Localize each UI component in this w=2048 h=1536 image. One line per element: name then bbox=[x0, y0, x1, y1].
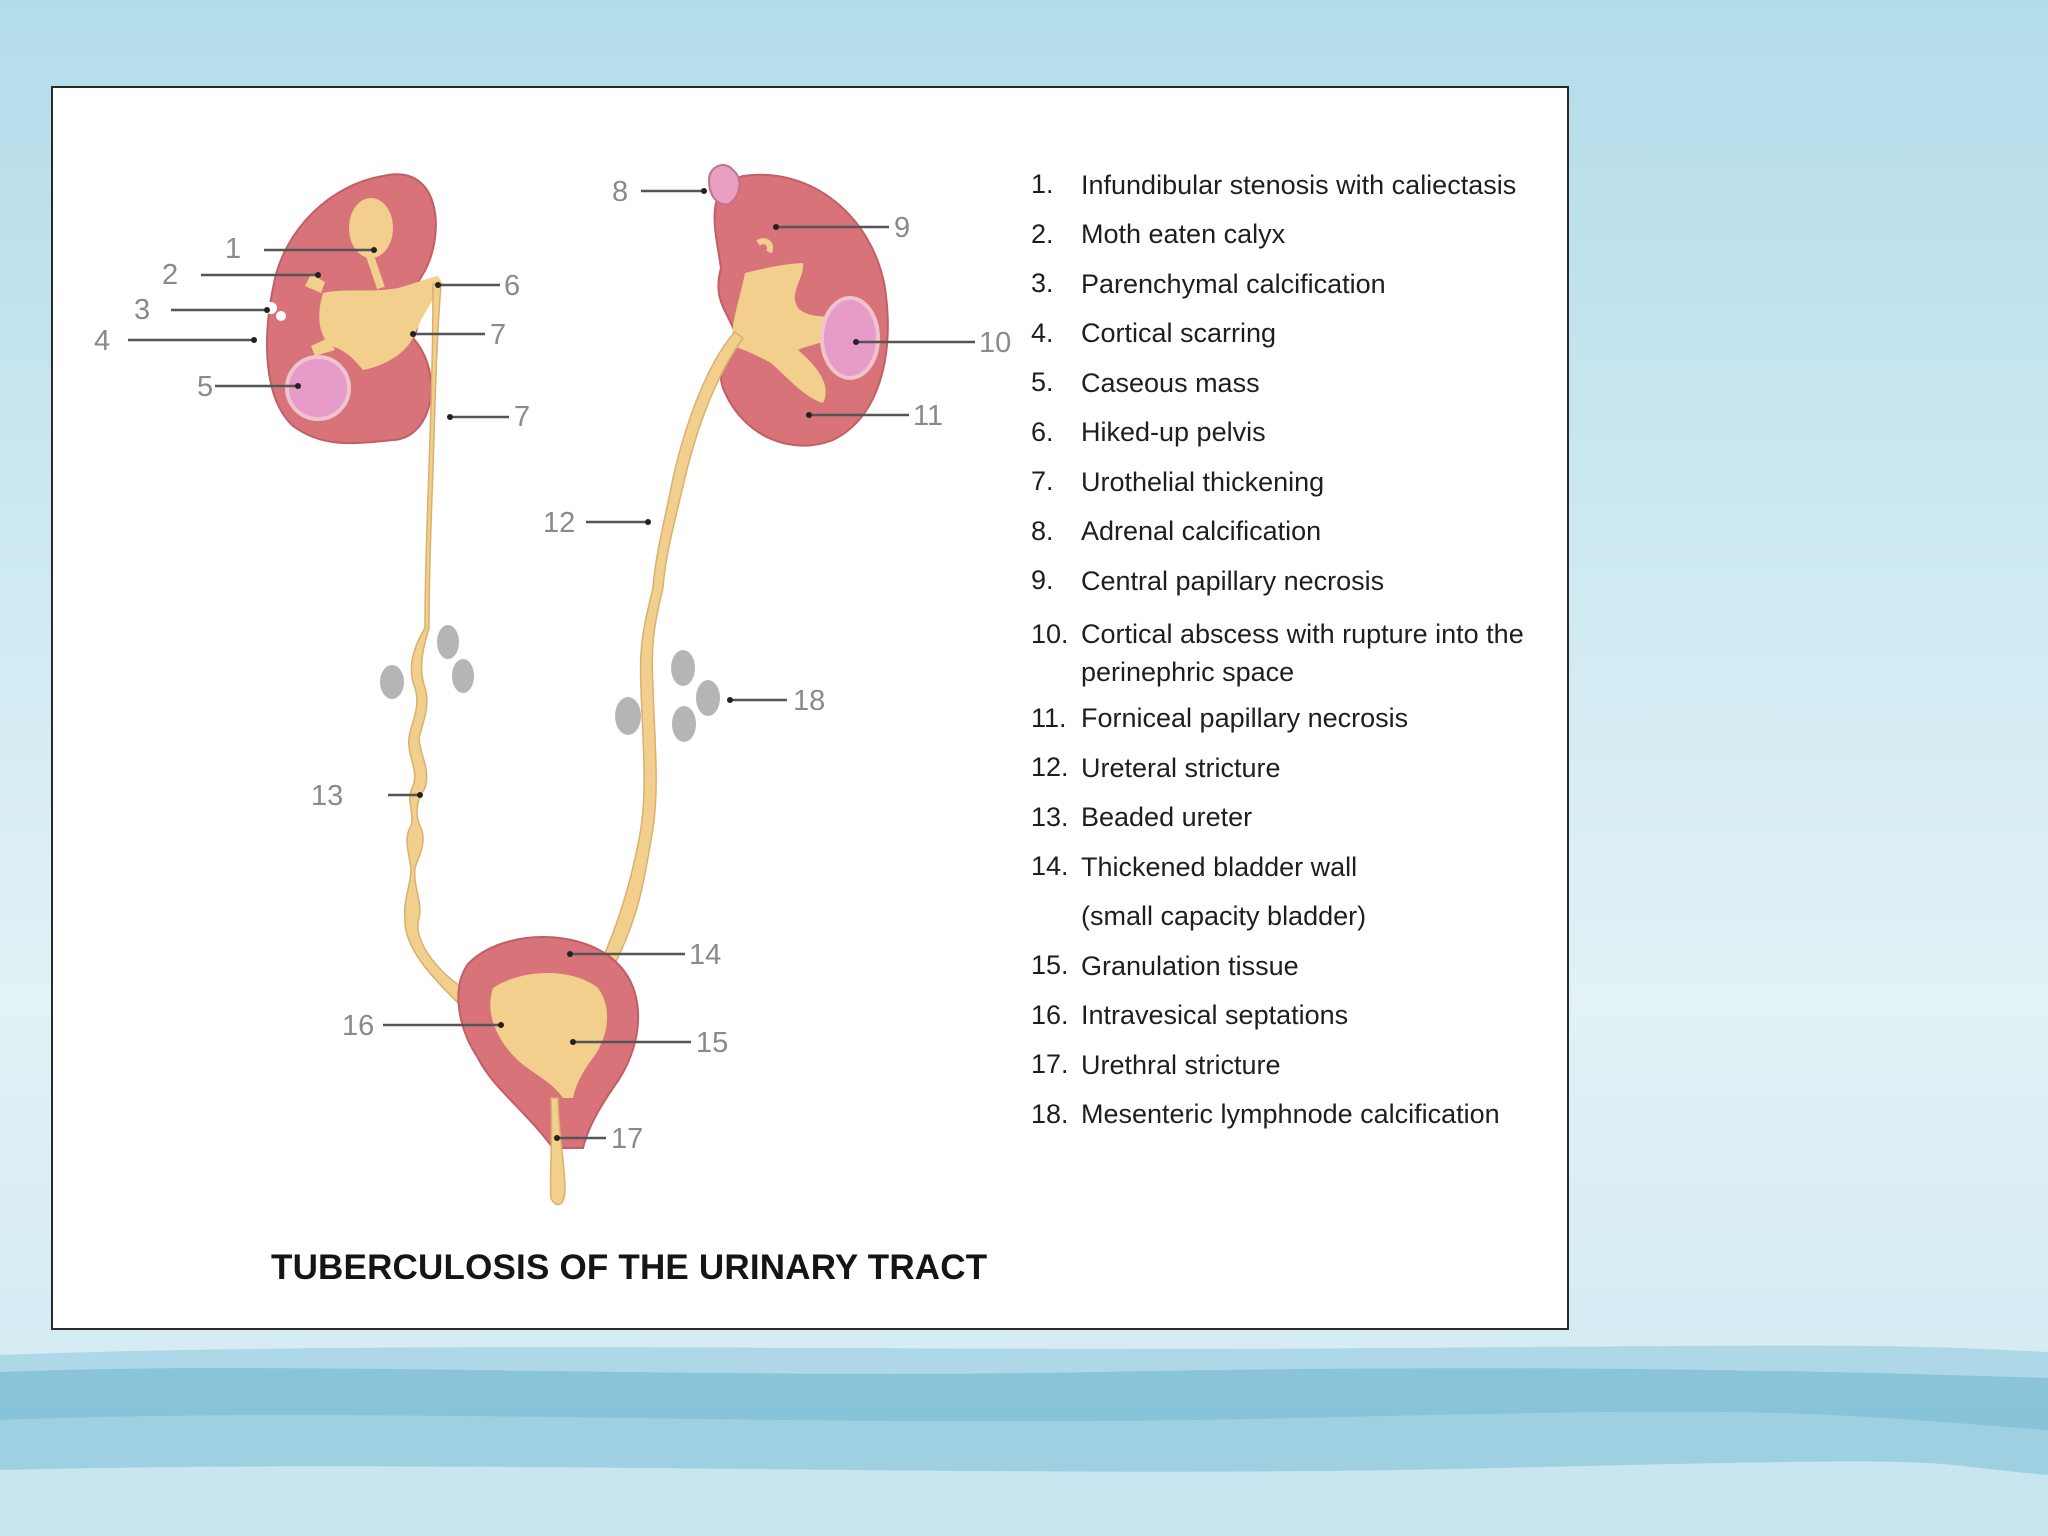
diagram-label-12: 12 bbox=[543, 507, 575, 539]
diagram-label-16: 16 bbox=[342, 1010, 374, 1042]
legend-number: 2. bbox=[1031, 218, 1054, 249]
slide-card: 1 2 3 4 5 6 7 7 8 9 10 11 12 13 14 15 16… bbox=[51, 86, 1569, 1330]
legend-text: Beaded ureter bbox=[1081, 802, 1253, 833]
legend-number: 6. bbox=[1031, 416, 1054, 447]
legend-text: Cortical scarring bbox=[1081, 318, 1277, 349]
diagram-label-5: 5 bbox=[197, 371, 213, 403]
legend-item: 5. Caseous mass bbox=[1031, 358, 1524, 408]
legend-number: 16. bbox=[1031, 999, 1069, 1030]
legend-text: Central papillary necrosis bbox=[1081, 565, 1385, 596]
diagram-label-3: 3 bbox=[134, 294, 150, 326]
diagram-label-18: 18 bbox=[793, 685, 825, 717]
legend-item: 10. Cortical abscess with rupture into th… bbox=[1031, 606, 1524, 694]
legend-item: 8. Adrenal calcification bbox=[1031, 507, 1524, 557]
legend-text: Ureteral stricture bbox=[1081, 752, 1281, 783]
legend-text: Mesenteric lymphnode calcification bbox=[1081, 1099, 1500, 1130]
legend-number: 12. bbox=[1031, 752, 1069, 783]
diagram-label-2: 2 bbox=[162, 259, 178, 291]
diagram-label-7a: 7 bbox=[490, 319, 506, 351]
legend-text: Intravesical septations bbox=[1081, 1000, 1349, 1031]
legend-number: 14. bbox=[1031, 851, 1069, 882]
legend-text: Caseous mass bbox=[1081, 367, 1260, 398]
legend-item: (small capacity bladder) bbox=[1031, 892, 1524, 942]
legend-text: Hiked-up pelvis bbox=[1081, 417, 1266, 448]
legend-number: 10. bbox=[1031, 618, 1069, 649]
legend-text: Granulation tissue bbox=[1081, 950, 1299, 981]
legend-text: Urethral stricture bbox=[1081, 1049, 1281, 1080]
legend-item: 12. Ureteral stricture bbox=[1031, 743, 1524, 793]
diagram-label-4: 4 bbox=[94, 325, 110, 357]
legend-item: 13. Beaded ureter bbox=[1031, 793, 1524, 843]
legend-number: 17. bbox=[1031, 1049, 1069, 1080]
lymph-nodes-right bbox=[615, 650, 720, 742]
diagram-label-17: 17 bbox=[611, 1123, 643, 1155]
legend-number: 15. bbox=[1031, 950, 1069, 981]
diagram-label-13: 13 bbox=[311, 780, 343, 812]
bladder bbox=[457, 936, 640, 1206]
right-ureter bbox=[592, 330, 745, 990]
legend-item: 1. Infundibular stenosis with caliectasis bbox=[1031, 160, 1524, 210]
leader-lines bbox=[128, 188, 975, 1141]
legend-item: 3. Parenchymal calcification bbox=[1031, 259, 1524, 309]
legend-number: 8. bbox=[1031, 515, 1054, 546]
diagram-label-7b: 7 bbox=[514, 401, 530, 433]
legend-number: 4. bbox=[1031, 317, 1054, 348]
legend-text-line2: perinephric space bbox=[1081, 656, 1295, 687]
right-kidney bbox=[707, 164, 889, 447]
legend-text: Forniceal papillary necrosis bbox=[1081, 703, 1409, 734]
legend-text: (small capacity bladder) bbox=[1081, 901, 1367, 932]
lymph-nodes-left bbox=[380, 625, 474, 699]
diagram-label-9: 9 bbox=[894, 212, 910, 244]
legend-text: Parenchymal calcification bbox=[1081, 268, 1386, 299]
legend-text: Infundibular stenosis with caliectasis bbox=[1081, 169, 1517, 200]
legend-number: 9. bbox=[1031, 565, 1054, 596]
urinary-tract-diagram: 1 2 3 4 5 6 7 7 8 9 10 11 12 13 14 15 16… bbox=[94, 164, 1011, 1206]
legend-text: Cortical abscess with rupture into the pe… bbox=[1081, 615, 1524, 691]
diagram-label-1: 1 bbox=[225, 233, 241, 265]
legend-text: Urothelial thickening bbox=[1081, 466, 1325, 497]
legend-item: 18. Mesenteric lymphnode calcification bbox=[1031, 1090, 1524, 1140]
legend-number: 7. bbox=[1031, 466, 1054, 497]
legend-text-line1: Cortical abscess with rupture into the bbox=[1081, 618, 1524, 649]
legend-number: 1. bbox=[1031, 169, 1054, 200]
diagram-label-6: 6 bbox=[504, 270, 520, 302]
legend-item: 2. Moth eaten calyx bbox=[1031, 210, 1524, 260]
legend-item: 4. Cortical scarring bbox=[1031, 309, 1524, 359]
left-kidney bbox=[265, 173, 443, 445]
diagram-label-14: 14 bbox=[689, 939, 721, 971]
legend-item: 7. Urothelial thickening bbox=[1031, 457, 1524, 507]
legend-item: 16. Intravesical septations bbox=[1031, 991, 1524, 1041]
diagram-label-8: 8 bbox=[612, 176, 628, 208]
legend-number: 5. bbox=[1031, 367, 1054, 398]
diagram-label-15: 15 bbox=[696, 1027, 728, 1059]
diagram-label-10: 10 bbox=[979, 327, 1011, 359]
legend-list: 1. Infundibular stenosis with caliectasis… bbox=[1031, 160, 1524, 1139]
diagram-title: TUBERCULOSIS OF THE URINARY TRACT bbox=[271, 1248, 988, 1287]
legend-number: 13. bbox=[1031, 801, 1069, 832]
legend-text: Thickened bladder wall bbox=[1081, 851, 1358, 882]
legend-item: 6. Hiked-up pelvis bbox=[1031, 408, 1524, 458]
legend-item: 14. Thickened bladder wall bbox=[1031, 842, 1524, 892]
legend-item: 9. Central papillary necrosis bbox=[1031, 556, 1524, 606]
legend-text: Adrenal calcification bbox=[1081, 516, 1322, 547]
legend-number: 18. bbox=[1031, 1098, 1069, 1129]
legend-number: 3. bbox=[1031, 268, 1054, 299]
legend-text: Moth eaten calyx bbox=[1081, 219, 1286, 250]
legend-item: 11. Forniceal papillary necrosis bbox=[1031, 694, 1524, 744]
legend-item: 17. Urethral stricture bbox=[1031, 1040, 1524, 1090]
legend-item: 15. Granulation tissue bbox=[1031, 941, 1524, 991]
diagram-label-11: 11 bbox=[913, 400, 943, 432]
diagram-number-labels: 1 2 3 4 5 6 7 7 8 9 10 11 12 13 14 15 16… bbox=[94, 176, 1011, 1155]
legend-number: 11. bbox=[1031, 702, 1067, 733]
